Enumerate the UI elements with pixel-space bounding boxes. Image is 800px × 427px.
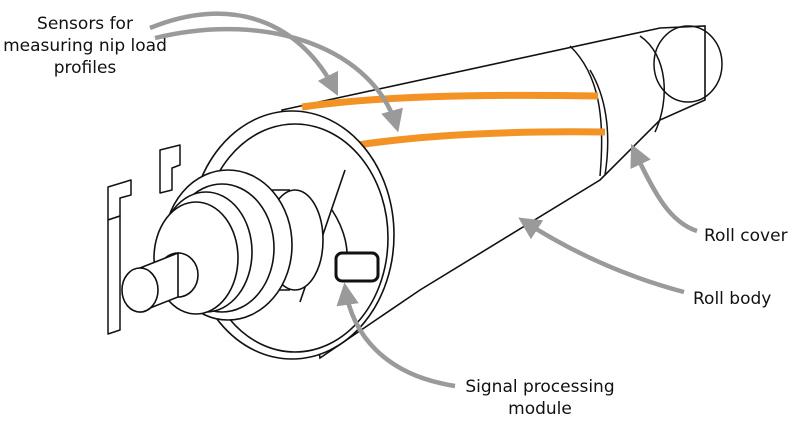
signal-module-label-line-1: Signal processing — [465, 377, 615, 397]
sensors-arrow-2 — [154, 26, 403, 133]
signal-module-label-line-2: module — [508, 399, 572, 419]
sensors-label-line-1: Sensors for — [37, 14, 133, 34]
signal-module-box — [334, 251, 380, 283]
roll-cover-label: Roll cover — [704, 226, 788, 246]
roll-cover — [569, 25, 723, 177]
callout-arrows — [149, 11, 698, 389]
roll-body-arrow — [518, 217, 685, 295]
sensors-label: Sensors for measuring nip load profiles — [0, 13, 170, 79]
roll-cover-arrow — [630, 143, 698, 234]
signal-module-arrow — [336, 282, 456, 389]
sensors-arrow-1 — [149, 11, 339, 97]
roll-body-label: Roll body — [693, 289, 772, 309]
sensors-label-line-2: measuring nip load — [3, 36, 167, 56]
sensors-label-line-3: profiles — [53, 58, 117, 78]
mounting-bracket — [107, 144, 181, 335]
sensor-stripes — [301, 91, 606, 149]
signal-module-label: Signal processing module — [440, 376, 640, 420]
shaft-assembly — [121, 169, 324, 321]
